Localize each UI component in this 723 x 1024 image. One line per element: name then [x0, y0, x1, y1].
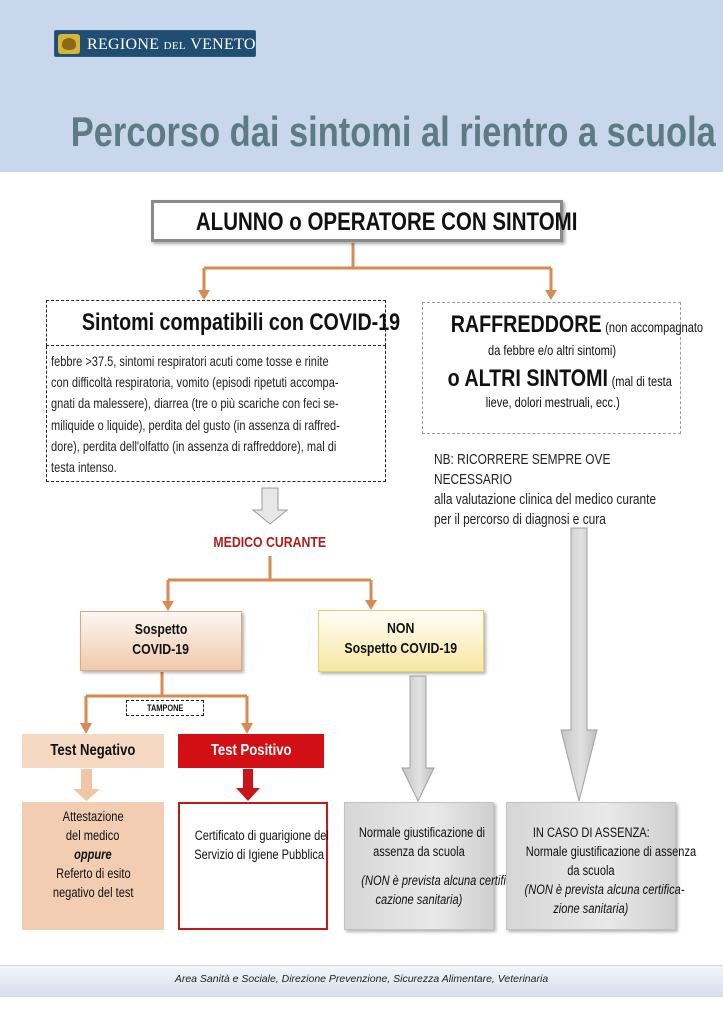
description-line: dore), perdita dell'olfatto (in assenza … — [51, 438, 337, 454]
positive-outcome-line: Servizio di Igiene Pubblica — [194, 847, 325, 862]
arrow-positive-outcome — [236, 769, 260, 801]
lion-emblem-icon — [58, 34, 80, 54]
negative-outcome-line: del medico — [66, 828, 120, 843]
nb-note-line: NB: RICORRERE SEMPRE OVE NECESSARIO — [434, 452, 611, 488]
suspect-covid-box: Sospetto COVID-19 — [80, 611, 242, 671]
page-title: Percorso dai sintomi al rientro a scuola — [70, 108, 716, 155]
covid-compatible-title-box: Sintomi compatibili con COVID-19 — [46, 300, 400, 346]
nb-note: NB: RICORRERE SEMPRE OVE NECESSARIO alla… — [434, 450, 672, 530]
description-line: con difficoltà respiratoria, vomito (epi… — [51, 375, 339, 391]
arrow-to-covid-box — [198, 290, 210, 300]
negative-outcome-or: oppure — [74, 847, 112, 862]
cold-line: RAFFREDDORE (non accompagnato — [423, 311, 703, 339]
footer-band: Area Sanità e Sociale, Direzione Prevenz… — [0, 965, 723, 997]
negative-outcome-line: Referto di esito — [55, 866, 131, 881]
non-suspect-line-2: Sospetto COVID-19 — [344, 640, 458, 657]
doctor-split-connector — [166, 556, 373, 603]
footer-text: Area Sanità e Sociale, Direzione Prevenz… — [174, 973, 549, 985]
description-line: testa intenso. — [51, 460, 117, 476]
arrow-negative-outcome — [73, 769, 100, 801]
non-suspect-outcome-note: (NON è prevista alcuna certifi- — [361, 873, 510, 888]
logo-region: VENETO — [190, 36, 256, 53]
arrow-to-positive — [241, 723, 253, 734]
arrow-to-cold-box — [545, 290, 557, 300]
cold-note-continued: da febbre e/o altri sintomi) — [488, 343, 617, 358]
arrow-to-doctor — [251, 487, 289, 525]
other-symptoms-note-continued: lieve, dolori mestruali, ecc.) — [485, 395, 620, 410]
non-suspect-outcome-line: Normale giustificazione di — [358, 825, 485, 840]
suspect-line-1: Sospetto — [134, 621, 188, 638]
non-suspect-outcome-note: cazione sanitaria) — [375, 892, 463, 907]
absence-outcome-box: IN CASO DI ASSENZA: Normale giustificazi… — [506, 802, 697, 930]
header-band — [0, 0, 723, 172]
arrow-to-negative — [80, 723, 92, 734]
swab-label: TAMPONE — [126, 700, 204, 716]
covid-compatible-description: febbre >37.5, sintomi respiratori acuti … — [51, 351, 379, 478]
logo-main: REGIONE — [87, 36, 160, 53]
cold-label: RAFFREDDORE — [450, 311, 602, 338]
description-line: gnati da malessere), diarrea (tre o più … — [51, 396, 339, 412]
cold-note: (non accompagnato — [605, 320, 704, 335]
root-box: ALUNNO o OPERATORE CON SINTOMI — [151, 200, 577, 242]
nb-note-line: alla valutazione clinica del medico cura… — [434, 492, 657, 508]
positive-outcome-line: Certificato di guarigione del — [194, 828, 329, 843]
non-suspect-outcome-line: assenza da scuola — [373, 844, 465, 859]
positive-outcome-box: Certificato di guarigione del Servizio d… — [178, 802, 329, 930]
negative-test-box: Test Negativo — [22, 734, 164, 768]
swab-split-connector — [84, 672, 249, 725]
nb-note-line: per il percorso di diagnosi e cura — [434, 512, 606, 528]
regione-veneto-logo: REGIONE DEL VENETO — [54, 30, 256, 57]
description-line: febbre >37.5, sintomi respiratori acuti … — [51, 354, 329, 369]
negative-outcome-line: negativo del test — [52, 885, 134, 900]
suspect-line-2: COVID-19 — [132, 641, 190, 658]
doctor-label: MEDICO CURANTE — [213, 534, 327, 551]
negative-outcome-box: Attestazione del medico oppure Referto d… — [22, 802, 164, 930]
absence-outcome-line: IN CASO DI ASSENZA: — [532, 825, 650, 840]
other-symptoms-label: o ALTRI SINTOMI — [447, 365, 608, 392]
root-label: ALUNNO o OPERATORE CON SINTOMI — [195, 208, 578, 236]
logo-text: REGIONE DEL VENETO — [87, 31, 256, 58]
non-suspect-covid-box: NON Sospetto COVID-19 — [318, 610, 484, 672]
other-symptoms-box: RAFFREDDORE (non accompagnato da febbre … — [422, 302, 703, 434]
absence-outcome-note: zione sanitaria) — [553, 901, 629, 916]
other-symptoms-line: o ALTRI SINTOMI (mal di testa — [423, 365, 682, 393]
description-line: miliquide o liquide), perdita del gusto … — [51, 417, 340, 433]
arrow-non-suspect-outcome — [401, 675, 435, 803]
negative-outcome-line: Attestazione — [62, 809, 124, 824]
absence-outcome-line: Normale giustificazione di assenza — [525, 844, 697, 859]
logo-connector: DEL — [163, 40, 186, 52]
covid-compatible-title: Sintomi compatibili con COVID-19 — [81, 309, 401, 336]
arrow-to-suspect — [162, 601, 174, 611]
non-suspect-line-1: NON — [387, 620, 415, 637]
arrow-to-non-suspect — [365, 600, 377, 610]
absence-outcome-note: (NON è prevista alcuna certifica- — [524, 882, 685, 897]
root-split-connector — [202, 243, 553, 292]
absence-outcome-line: da scuola — [567, 863, 615, 878]
non-suspect-outcome-box: Normale giustificazione di assenza da sc… — [344, 802, 510, 930]
other-symptoms-note: (mal di testa — [611, 374, 672, 389]
covid-compatible-description-box: febbre >37.5, sintomi respiratori acuti … — [46, 346, 386, 482]
arrow-absence-outcome — [560, 527, 598, 802]
positive-test-box: Test Positivo — [178, 734, 324, 768]
